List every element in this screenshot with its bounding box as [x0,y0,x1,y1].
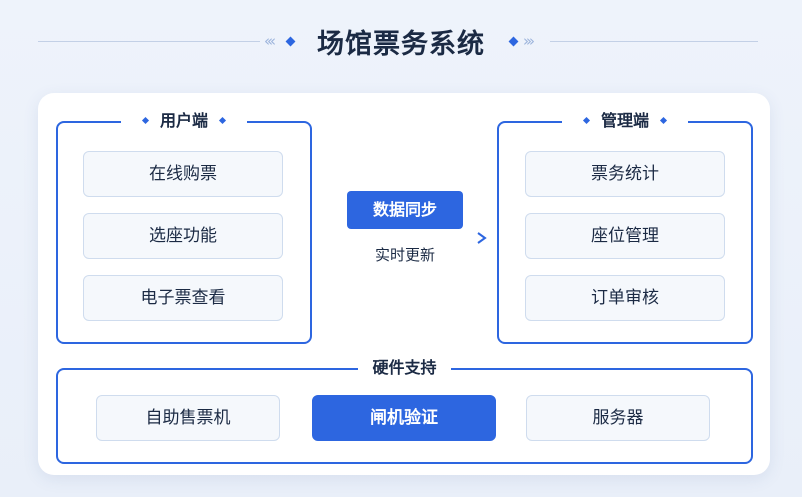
user-item-seat-selection[interactable]: 选座功能 [83,213,283,259]
user-item-eticket-view[interactable]: 电子票查看 [83,275,283,321]
user-panel-title: 用户端 [159,111,208,130]
hardware-item-kiosk[interactable]: 自助售票机 [96,395,280,441]
user-panel: 用户端 [56,110,312,344]
sync-arrow-icon [327,232,487,244]
admin-item-order-review[interactable]: 订单审核 [525,275,725,321]
admin-item-ticket-stats[interactable]: 票务统计 [525,151,725,197]
title-row: ‹‹‹ 场馆票务系统 ››› [0,20,802,64]
hardware-item-server[interactable]: 服务器 [526,395,710,441]
admin-panel-legend: 管理端 [499,110,751,132]
hardware-item-gate-verification[interactable]: 闸机验证 [312,395,496,441]
hardware-panel-legend: 硬件支持 [58,357,751,379]
admin-panel-title: 管理端 [600,111,649,130]
sync-badge: 数据同步 [347,191,463,229]
title-divider-left [38,41,260,42]
admin-item-seat-management[interactable]: 座位管理 [525,213,725,259]
diamond-icon [218,116,227,124]
hardware-panel: 硬件支持 [56,357,753,464]
sync-sublabel: 实时更新 [374,246,435,264]
user-item-online-ticketing[interactable]: 在线购票 [83,151,283,197]
admin-panel: 管理端 [497,110,753,344]
hardware-panel-title: 硬件支持 [372,358,437,377]
title-divider-right [550,41,758,42]
diamond-icon [582,116,591,124]
page-title: 场馆票务系统 [317,29,485,60]
chevrons-right-icon: ››› [523,32,535,50]
diamond-icon [141,116,150,124]
diamond-icon [659,116,668,124]
user-panel-legend: 用户端 [58,110,310,132]
